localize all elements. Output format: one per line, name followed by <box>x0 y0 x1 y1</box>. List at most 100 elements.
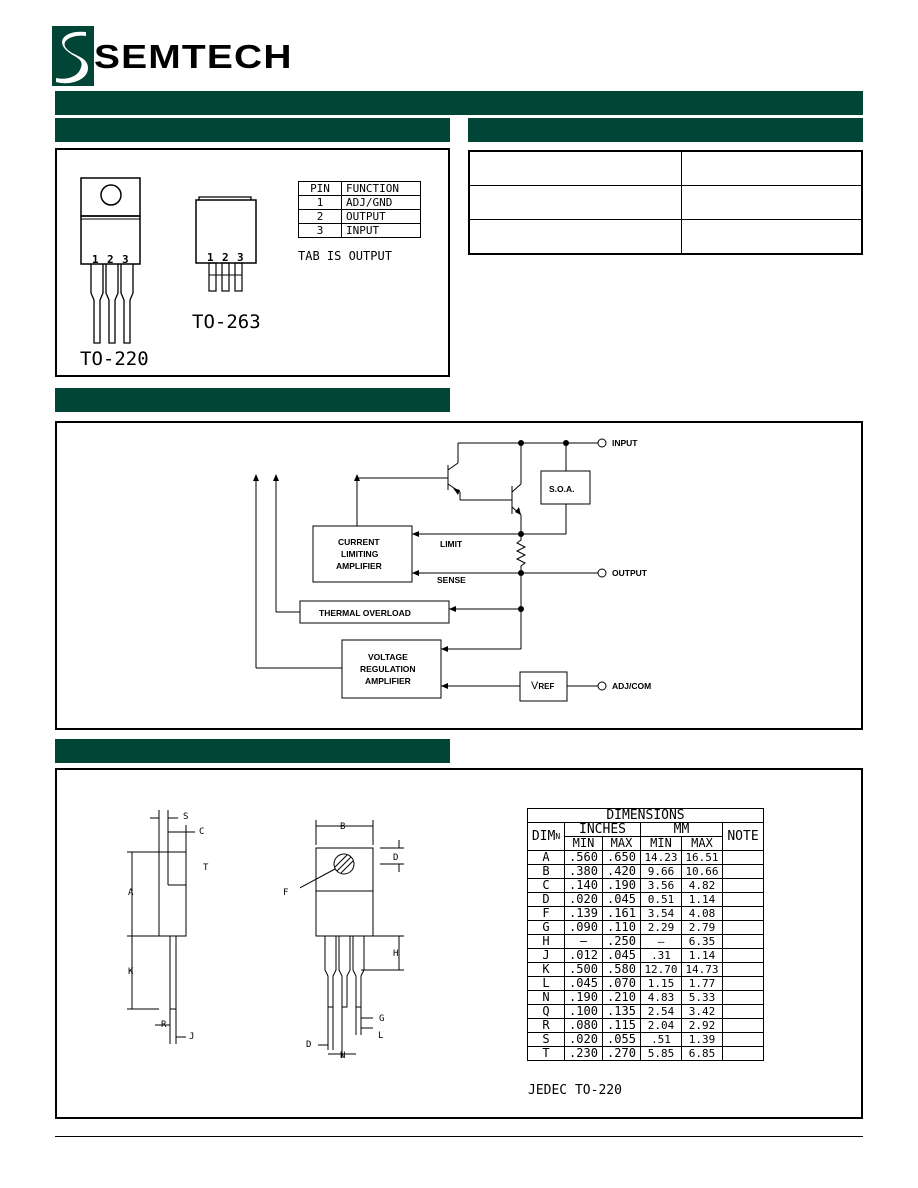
dim-value-cell: .270 <box>602 1046 641 1061</box>
dim-value-cell: 16.51 <box>681 850 723 865</box>
note-cell <box>722 934 764 949</box>
dim-value-cell: .045 <box>602 892 641 907</box>
dim-label-h: H <box>393 949 399 959</box>
outline-side-view <box>127 810 195 1044</box>
table-cell <box>468 185 682 220</box>
dim-letter-cell: A <box>527 850 565 865</box>
dim-value-cell: 10.66 <box>681 864 723 879</box>
dim-label-b: B <box>340 822 346 832</box>
dim-value-cell: 14.23 <box>640 850 682 865</box>
dim-value-cell: 1.39 <box>681 1032 723 1047</box>
dim-value-cell: .090 <box>564 920 603 935</box>
table-cell <box>681 219 863 255</box>
dim-value-cell: .020 <box>564 1032 603 1047</box>
dim-value-cell: 1.15 <box>640 976 682 991</box>
dim-label-d-bottom: D <box>306 1040 312 1050</box>
dim-letter-cell: H <box>527 934 565 949</box>
table-cell <box>681 185 863 220</box>
dimensions-title: DIMENSIONS <box>527 808 764 823</box>
dim-value-cell: 12.70 <box>640 962 682 977</box>
dim-value-cell: 2.04 <box>640 1018 682 1033</box>
dim-value-cell: .100 <box>564 1004 603 1019</box>
dim-value-cell: 14.73 <box>681 962 723 977</box>
bd-soa-label: S.O.A. <box>549 484 575 494</box>
bd-vref-label: VREF <box>531 680 554 692</box>
dim-value-cell: 2.79 <box>681 920 723 935</box>
mm-header: MM <box>640 822 723 837</box>
max-header: MAX <box>602 836 641 851</box>
note-cell <box>722 1018 764 1033</box>
dim-label-d-top: D <box>393 853 399 863</box>
ratings-table <box>468 150 863 255</box>
table-row: DIMENSIONS <box>527 808 764 823</box>
section-bar-ratings <box>468 118 863 142</box>
dim-value-cell: .080 <box>564 1018 603 1033</box>
pin-cell: 3 <box>298 223 342 238</box>
bd-adj-label: ADJ/COM <box>612 681 652 691</box>
dim-value-cell: — <box>640 934 682 949</box>
block-diagram-schematic <box>253 438 607 702</box>
dim-value-cell: .070 <box>602 976 641 991</box>
dim-value-cell: 5.85 <box>640 1046 682 1061</box>
bd-voltage-amp-line3: AMPLIFIER <box>365 676 411 686</box>
brand-name: SEMTECH <box>94 38 293 75</box>
dim-label-f: F <box>283 888 289 898</box>
table-row: MIN MAX MIN MAX <box>528 836 764 851</box>
note-cell <box>722 976 764 991</box>
bd-thermal-label: THERMAL OVERLOAD <box>319 608 411 618</box>
table-cell <box>468 219 682 255</box>
pin-cell: 1 <box>298 195 342 210</box>
dim-letter-cell: F <box>527 906 565 921</box>
pin-configuration-panel <box>55 148 450 377</box>
table-row: 3 INPUT <box>298 223 421 238</box>
note-cell <box>722 1046 764 1061</box>
dim-value-cell: .139 <box>564 906 603 921</box>
dim-value-cell: .560 <box>564 850 603 865</box>
vref-main: V <box>531 680 539 692</box>
dim-value-cell: 0.51 <box>640 892 682 907</box>
dim-value-cell: .140 <box>564 878 603 893</box>
note-cell <box>722 948 764 963</box>
dim-value-cell: 9.66 <box>640 864 682 879</box>
inches-header: INCHES <box>564 822 641 837</box>
note-cell <box>722 892 764 907</box>
dim-letter-cell: T <box>527 1046 565 1061</box>
section-bar-pinout <box>55 118 450 142</box>
max-header: MAX <box>681 836 723 851</box>
note-cell <box>722 1004 764 1019</box>
dim-value-cell: .020 <box>564 892 603 907</box>
section-bar-block-diagram <box>55 388 450 412</box>
dim-label-j: J <box>189 1032 195 1042</box>
dim-value-cell: .045 <box>564 976 603 991</box>
table-row: DIMN INCHES MM NOTE <box>527 822 764 851</box>
dim-value-cell: 3.56 <box>640 878 682 893</box>
semtech-logo-icon <box>52 26 94 86</box>
dim-value-cell: .420 <box>602 864 641 879</box>
dim-value-cell: .135 <box>602 1004 641 1019</box>
dim-label-n: N <box>340 1051 346 1061</box>
pin-function-table: PIN FUNCTION 1 ADJ/GND 2 OUTPUT 3 INPUT <box>298 181 421 238</box>
table-row: H—.250—6.35 <box>527 934 764 949</box>
dim-value-cell: .045 <box>602 948 641 963</box>
to263-label: TO-263 <box>192 311 261 333</box>
table-cell <box>468 150 682 186</box>
dim-value-cell: 4.82 <box>681 878 723 893</box>
bd-current-amp-line1: CURRENT <box>338 537 380 547</box>
dim-value-cell: .110 <box>602 920 641 935</box>
dim-value-cell: 2.92 <box>681 1018 723 1033</box>
table-row: 1 ADJ/GND <box>298 195 421 210</box>
block-diagram-panel <box>55 421 863 730</box>
dim-letter-cell: K <box>527 962 565 977</box>
dim-label-a: A <box>128 888 134 898</box>
vref-sub: REF <box>538 682 555 691</box>
dim-value-cell: .115 <box>602 1018 641 1033</box>
note-cell <box>722 990 764 1005</box>
dim-header: DIMN <box>527 822 565 851</box>
to263-pin-1: 1 <box>207 251 214 264</box>
